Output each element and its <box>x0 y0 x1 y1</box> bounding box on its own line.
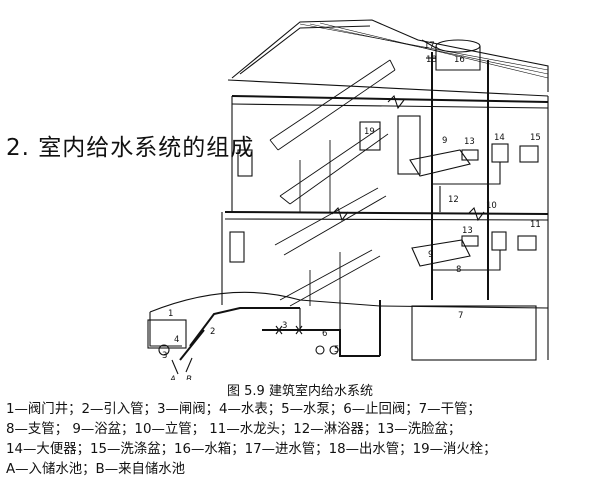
callout-3b: 3 <box>282 321 287 331</box>
callout-18: 18 <box>426 55 437 65</box>
callout-7: 7 <box>458 311 463 321</box>
callout-16: 16 <box>454 55 465 65</box>
water-supply-system-illustration: 1 2 3 3 4 5 6 7 8 9 9 10 11 12 13 13 14 … <box>147 19 549 380</box>
callout-A: A <box>169 375 176 380</box>
callout-9b: 9 <box>428 250 433 260</box>
callout-13b: 13 <box>462 226 473 236</box>
legend-line: A—入储水池；B—来自储水池 <box>6 462 186 477</box>
legend-line: 14—大便器；15—洗涤盆；16—水箱；17—进水管；18—出水管；19—消火栓… <box>6 442 497 457</box>
figure-caption: 图 5.9 建筑室内给水系统 <box>227 384 373 399</box>
callout-19: 19 <box>364 127 375 137</box>
callout-3a: 3 <box>162 351 167 361</box>
callout-13a: 13 <box>464 137 475 147</box>
callout-8: 8 <box>456 265 461 275</box>
callout-14: 14 <box>494 133 505 143</box>
callout-5: 5 <box>334 345 339 355</box>
section-heading: 2. 室内给水系统的组成 <box>6 135 255 161</box>
callout-12: 12 <box>448 195 459 205</box>
callout-15: 15 <box>530 133 541 143</box>
callout-4: 4 <box>174 335 179 345</box>
legend-line: 1—阀门井；2—引入管；3—闸阀；4—水表；5—水泵；6—止回阀；7—干管； <box>6 402 481 417</box>
callout-1: 1 <box>168 309 173 319</box>
figure-legend: 1—阀门井；2—引入管；3—闸阀；4—水表；5—水泵；6—止回阀；7—干管； 8… <box>6 400 596 480</box>
callout-11: 11 <box>530 220 541 230</box>
callout-B: B <box>186 375 192 380</box>
legend-line: 8—支管； 9—浴盆；10—立管； 11—水龙头；12—淋浴器；13—洗脸盆； <box>6 422 462 437</box>
callout-10: 10 <box>486 201 497 211</box>
callout-17: 17 <box>424 41 435 51</box>
callout-6: 6 <box>322 329 327 339</box>
callout-2: 2 <box>210 327 215 337</box>
callout-9a: 9 <box>442 136 447 146</box>
